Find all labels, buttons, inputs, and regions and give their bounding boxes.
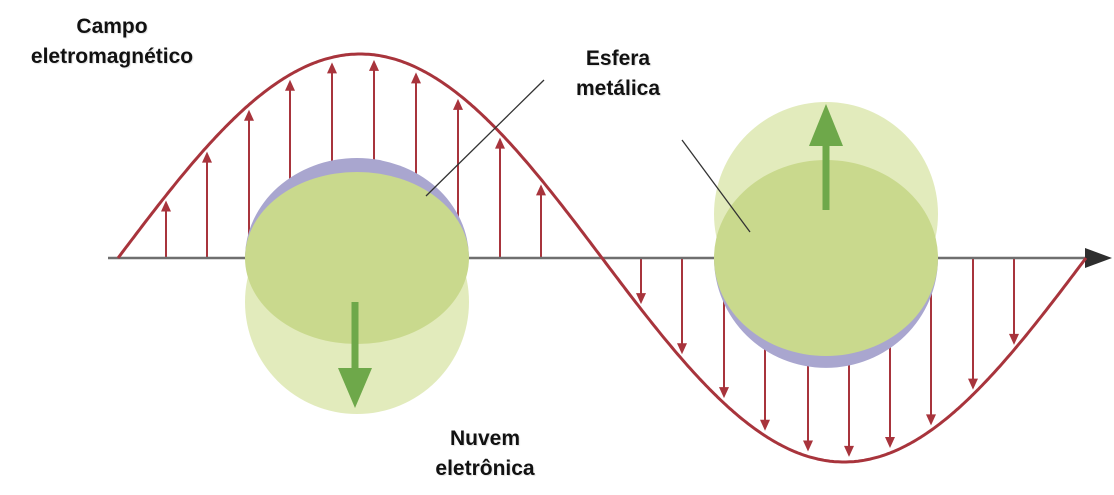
field-label-line-2: eletromagnético	[0, 42, 224, 72]
field-arrow-head	[244, 110, 254, 121]
field-label: Campo eletromagnético	[0, 12, 224, 72]
left-sphere-system	[245, 158, 469, 414]
field-arrow-head	[760, 420, 770, 431]
cloud-label-line-2: eletrônica	[400, 454, 570, 484]
field-arrow-head	[803, 440, 813, 451]
field-arrow-head	[202, 152, 212, 163]
field-label-line-1: Campo	[0, 12, 224, 42]
sphere-label-line-1: Esfera	[548, 44, 688, 74]
field-arrow-head	[677, 343, 687, 354]
field-arrow-head	[926, 414, 936, 425]
field-arrow-head	[369, 60, 379, 71]
field-arrow-head	[285, 80, 295, 91]
field-arrow-head	[885, 437, 895, 448]
field-arrow-head	[453, 99, 463, 110]
cloud-label-line-1: Nuvem	[400, 424, 570, 454]
field-arrow-head	[411, 72, 421, 83]
cloud-label: Nuvem eletrônica	[400, 424, 570, 484]
leader-line-left	[426, 80, 544, 196]
axis-arrow-icon	[1085, 248, 1112, 268]
right-sphere-system	[714, 102, 938, 368]
field-arrow-head	[719, 387, 729, 398]
field-arrow-head	[327, 62, 337, 73]
sphere-label-line-2: metálica	[548, 74, 688, 104]
field-arrow-head	[495, 138, 505, 149]
field-arrow-head	[844, 446, 854, 457]
sphere-label: Esfera metálica	[548, 44, 688, 104]
field-arrow-head	[968, 379, 978, 390]
field-arrow-head	[1009, 334, 1019, 345]
